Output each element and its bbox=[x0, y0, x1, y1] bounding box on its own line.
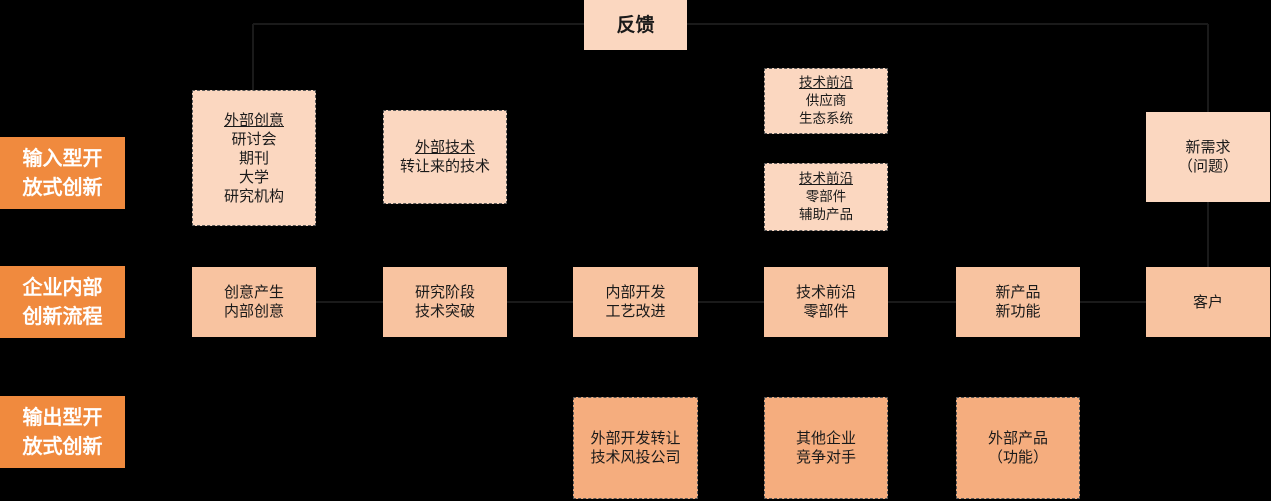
process-research-line1: 研究阶段 bbox=[414, 283, 475, 301]
external-transfer-line1: 外部开发转让 bbox=[590, 429, 681, 447]
row-label-input-line1: 输入型开 bbox=[22, 146, 103, 170]
external-product-box: 外部产品 （功能） bbox=[956, 397, 1080, 499]
row-label-input: 输入型开 放式创新 bbox=[0, 137, 125, 209]
row-label-internal-line2: 创新流程 bbox=[22, 304, 103, 328]
frontier-components-line2: 零部件 bbox=[805, 189, 847, 205]
process-idea-box: 创意产生 内部创意 bbox=[192, 267, 316, 337]
external-ideas-box: 外部创意 研讨会 期刊 大学 研究机构 bbox=[192, 90, 316, 226]
process-development-line2: 工艺改进 bbox=[605, 302, 666, 320]
row-label-output-line2: 放式创新 bbox=[22, 434, 103, 458]
competitors-line2: 竞争对手 bbox=[795, 448, 856, 466]
new-demand-line1: 新需求 bbox=[1185, 138, 1231, 156]
external-tech-box: 外部技术 转让来的技术 bbox=[383, 110, 507, 204]
process-idea-line1: 创意产生 bbox=[223, 283, 284, 301]
competitors-box: 其他企业 竞争对手 bbox=[764, 397, 888, 499]
feedback-box: 反馈 bbox=[584, 0, 687, 50]
process-research-line2: 技术突破 bbox=[414, 302, 475, 320]
competitors-line1: 其他企业 bbox=[795, 429, 856, 447]
external-ideas-line2: 研讨会 bbox=[231, 129, 277, 148]
external-tech-title: 外部技术 bbox=[414, 138, 475, 156]
frontier-components-line3: 辅助产品 bbox=[799, 207, 853, 223]
process-frontier-line1: 技术前沿 bbox=[795, 283, 856, 301]
row-label-output: 输出型开 放式创新 bbox=[0, 396, 125, 468]
process-frontier-box: 技术前沿 零部件 bbox=[764, 267, 888, 337]
row-label-internal: 企业内部 创新流程 bbox=[0, 266, 125, 338]
external-ideas-line4: 大学 bbox=[238, 167, 269, 186]
external-ideas-line5: 研究机构 bbox=[223, 186, 284, 205]
new-demand-line2: （问题） bbox=[1177, 157, 1238, 175]
frontier-components-title: 技术前沿 bbox=[799, 171, 853, 187]
frontier-suppliers-box: 技术前沿 供应商 生态系统 bbox=[764, 68, 888, 134]
feedback-label: 反馈 bbox=[616, 13, 655, 36]
external-product-line2: （功能） bbox=[987, 448, 1048, 466]
external-transfer-box: 外部开发转让 技术风投公司 bbox=[573, 397, 698, 499]
process-frontier-line2: 零部件 bbox=[803, 302, 849, 320]
process-research-box: 研究阶段 技术突破 bbox=[383, 267, 507, 337]
frontier-suppliers-title: 技术前沿 bbox=[799, 75, 853, 91]
process-development-line1: 内部开发 bbox=[605, 283, 666, 301]
row-label-input-line2: 放式创新 bbox=[22, 175, 103, 199]
row-label-output-line1: 输出型开 bbox=[22, 405, 103, 429]
new-demand-box: 新需求 （问题） bbox=[1146, 112, 1270, 202]
process-idea-line2: 内部创意 bbox=[223, 302, 284, 320]
external-tech-line2: 转让来的技术 bbox=[399, 157, 490, 175]
frontier-components-box: 技术前沿 零部件 辅助产品 bbox=[764, 163, 888, 231]
external-product-line1: 外部产品 bbox=[987, 429, 1048, 447]
frontier-suppliers-line2: 供应商 bbox=[805, 93, 847, 109]
process-customer-box: 客户 bbox=[1146, 267, 1270, 337]
process-customer-label: 客户 bbox=[1192, 292, 1223, 311]
external-transfer-line2: 技术风投公司 bbox=[590, 448, 681, 466]
external-ideas-title: 外部创意 bbox=[223, 110, 284, 129]
process-development-box: 内部开发 工艺改进 bbox=[573, 267, 698, 337]
process-new-product-line1: 新产品 bbox=[995, 283, 1041, 301]
process-new-product-line2: 新功能 bbox=[995, 302, 1041, 320]
process-new-product-box: 新产品 新功能 bbox=[956, 267, 1080, 337]
row-label-internal-line1: 企业内部 bbox=[22, 275, 103, 299]
frontier-suppliers-line3: 生态系统 bbox=[799, 111, 853, 127]
external-ideas-line3: 期刊 bbox=[238, 148, 269, 167]
